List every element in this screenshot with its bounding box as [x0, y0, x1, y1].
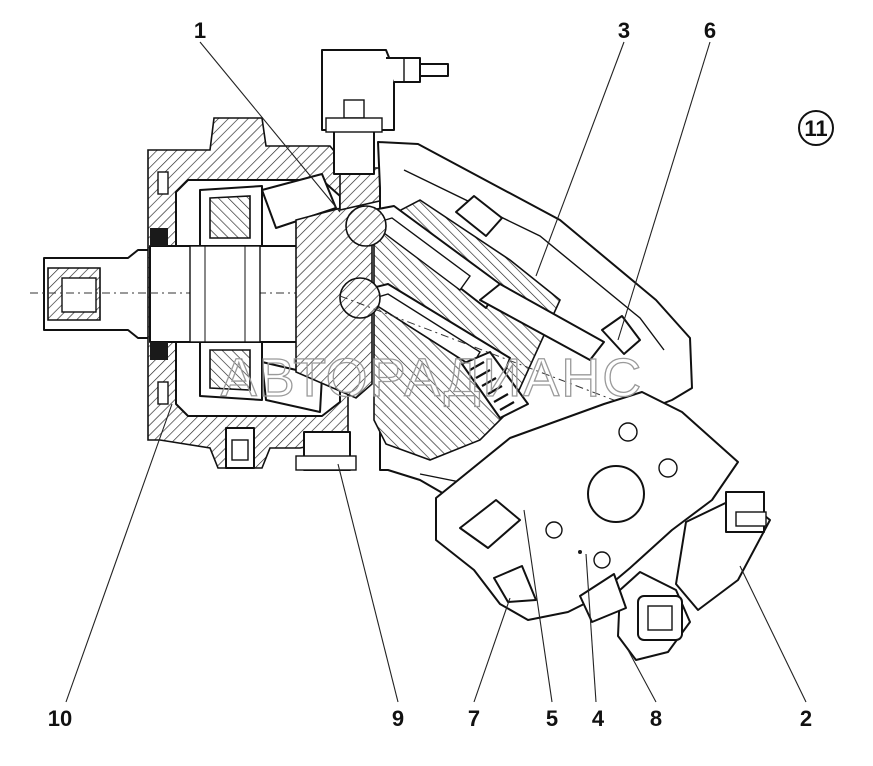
- solenoid-valve: [321, 49, 449, 175]
- callout-4: 4: [592, 706, 605, 731]
- figure-number-badge: 11: [798, 110, 834, 146]
- leader-9: [337, 463, 399, 703]
- callout-labels: 1 3 6 10 9 7 5 4 8 2: [48, 18, 812, 731]
- leader-1: [199, 41, 341, 213]
- callout-1: 1: [194, 18, 206, 43]
- callout-5: 5: [546, 706, 558, 731]
- callout-9: 9: [392, 706, 404, 731]
- callout-10: 10: [48, 706, 72, 731]
- callout-2: 2: [800, 706, 812, 731]
- callout-8: 8: [650, 706, 662, 731]
- leader-7: [473, 597, 511, 703]
- leader-8: [627, 649, 657, 703]
- callout-6: 6: [704, 18, 716, 43]
- watermark-text: АВТОРАДИАНС: [221, 348, 644, 408]
- leader-lines: [65, 41, 807, 703]
- callout-3: 3: [618, 18, 630, 43]
- leader-3: [535, 41, 625, 277]
- leader-5: [523, 509, 553, 703]
- leader-4: [585, 553, 597, 703]
- callout-7: 7: [468, 706, 480, 731]
- leader-6: [617, 41, 711, 341]
- port-plate: [435, 391, 771, 661]
- leader-2: [739, 565, 807, 703]
- leader-10: [65, 403, 173, 703]
- figure-number: 11: [804, 116, 827, 141]
